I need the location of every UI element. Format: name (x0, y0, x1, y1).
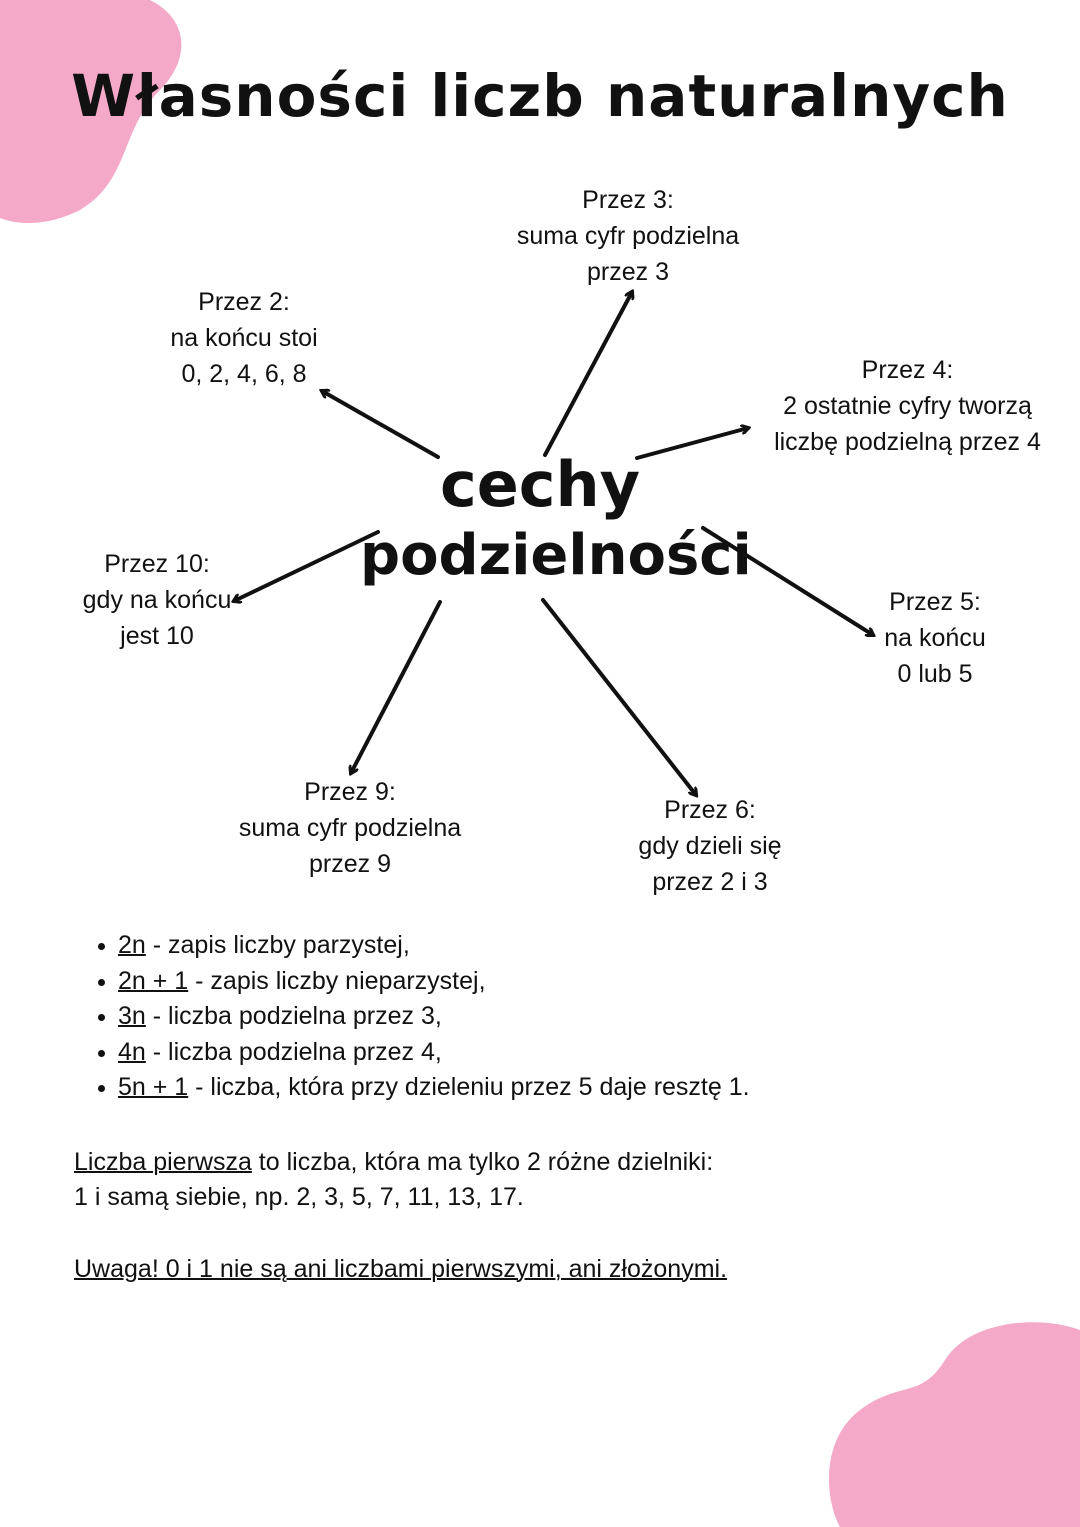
arrow-to-3 (543, 292, 632, 457)
node-by-3: Przez 3: suma cyfr podzielna przez 3 (478, 182, 778, 290)
node-by-5: Przez 5: na końcu 0 lub 5 (850, 584, 1020, 692)
node-line: przez 3 (587, 258, 669, 286)
formula-term: 2n (118, 931, 146, 959)
formula-list: 2n - zapis liczby parzystej, 2n + 1 - za… (78, 928, 750, 1106)
prime-term: Liczba pierwsza (74, 1148, 252, 1176)
formula-term: 3n (118, 1002, 146, 1030)
arrow-to-2 (322, 391, 440, 459)
formula-desc: - zapis liczby nieparzystej, (188, 966, 486, 995)
formula-desc: - liczba, która przy dzieleniu przez 5 d… (188, 1073, 750, 1101)
list-item: 4n - liczba podzielna przez 4, (118, 1035, 750, 1071)
list-item: 2n + 1 - zapis liczby nieparzystej, (118, 964, 750, 1000)
node-heading: Przez 2: (198, 288, 290, 316)
note: Uwaga! 0 i 1 nie są ani liczbami pierwsz… (74, 1252, 727, 1287)
pink-blob-bottom-right (828, 1322, 1080, 1527)
node-line: na końcu stoi (170, 324, 318, 352)
node-by-6: Przez 6: gdy dzieli się przez 2 i 3 (600, 792, 820, 900)
node-line: 0, 2, 4, 6, 8 (181, 360, 307, 388)
prime-text: to liczba, która ma tylko 2 różne dzieln… (251, 1148, 714, 1176)
list-item: 3n - liczba podzielna przez 3, (118, 999, 750, 1035)
arrow-to-4 (635, 428, 748, 460)
center-topic: cechy podzielności (360, 445, 752, 588)
arrow-to-5 (701, 526, 873, 635)
node-line: przez 9 (309, 850, 391, 878)
node-line: na końcu (884, 624, 986, 652)
node-line: jest 10 (120, 622, 194, 650)
mindmap-arrows (0, 0, 1080, 900)
node-line: gdy dzieli się (638, 832, 782, 860)
node-line: przez 2 i 3 (652, 868, 768, 896)
formula-term: 4n (118, 1037, 146, 1066)
formula-term: 5n + 1 (118, 1073, 189, 1101)
node-by-9: Przez 9: suma cyfr podzielna przez 9 (210, 774, 490, 882)
prime-examples: 1 i samą siebie, np. 2, 3, 5, 7, 11, 13,… (74, 1183, 524, 1211)
formula-desc: - liczba podzielna przez 3, (145, 1002, 442, 1030)
list-item: 5n + 1 - liczba, która przy dzieleniu pr… (118, 1070, 750, 1106)
node-heading: Przez 9: (304, 778, 396, 806)
node-heading: Przez 3: (582, 186, 674, 214)
prime-definition: Liczba pierwsza to liczba, która ma tylk… (74, 1145, 713, 1215)
center-line-1: cechy (439, 448, 641, 521)
node-by-2: Przez 2: na końcu stoi 0, 2, 4, 6, 8 (124, 284, 364, 392)
node-by-4: Przez 4: 2 ostatnie cyfry tworzą liczbę … (740, 352, 1075, 460)
node-line: gdy na końcu (82, 586, 232, 614)
node-line: suma cyfr podzielna (516, 222, 740, 250)
node-line: 2 ostatnie cyfry tworzą (783, 392, 1032, 420)
node-heading: Przez 5: (889, 588, 981, 616)
formula-desc: - zapis liczby parzystej, (145, 931, 410, 959)
center-line-2: podzielności (360, 523, 752, 588)
node-line: 0 lub 5 (897, 660, 973, 688)
pink-blob-top-left (0, 0, 182, 223)
node-heading: Przez 6: (664, 796, 756, 824)
list-item: 2n - zapis liczby parzystej, (118, 928, 750, 964)
node-heading: Przez 4: (861, 356, 954, 384)
node-line: liczbę podzielną przez 4 (774, 428, 1041, 456)
node-line: suma cyfr podzielna (238, 814, 462, 842)
arrow-to-9 (351, 600, 442, 773)
note-text: Uwaga! 0 i 1 nie są ani liczbami pierwsz… (74, 1255, 728, 1283)
formula-desc: - liczba podzielna przez 4, (145, 1037, 442, 1066)
page-title: Własności liczb naturalnych (71, 62, 1009, 130)
node-heading: Przez 10: (104, 550, 210, 578)
node-by-10: Przez 10: gdy na końcu jest 10 (62, 546, 252, 654)
arrow-to-6 (541, 598, 696, 795)
arrow-to-10 (234, 530, 380, 601)
formula-term: 2n + 1 (118, 966, 189, 995)
